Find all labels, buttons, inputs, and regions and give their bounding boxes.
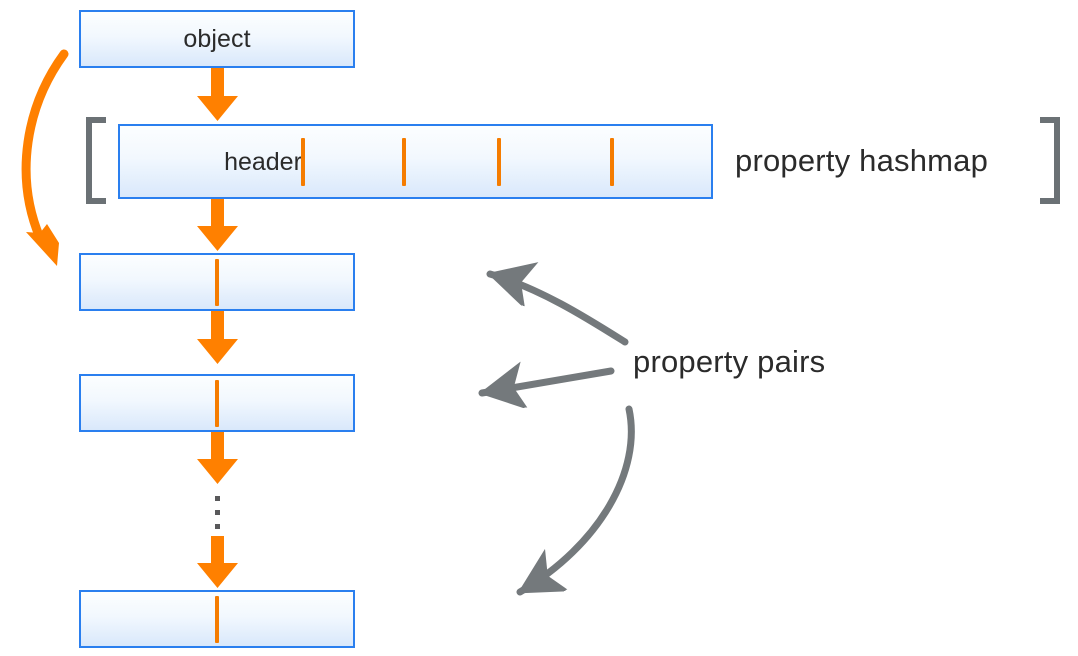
property-pair-last-divider: [215, 596, 219, 643]
ellipsis-dot-1: [215, 496, 220, 501]
hashmap-header-label: header: [224, 148, 302, 176]
property-pair-2-divider: [215, 380, 219, 427]
arrow-ellipsis-to-pair-last: [197, 536, 238, 588]
arrow-pair-1-to-pair-2: [197, 311, 238, 364]
ellipsis-dot-3: [215, 524, 220, 529]
hashmap-slot-tick-1: [301, 138, 305, 186]
hashmap-bracket-right: [1040, 117, 1060, 204]
hashmap-slot-tick-2: [402, 138, 406, 186]
object-box-label: object: [183, 24, 251, 53]
object-box[interactable]: object: [79, 10, 355, 68]
property-pair-1-divider: [215, 259, 219, 306]
arrow-pairs-to-pair-last: [516, 405, 635, 596]
arrow-pairs-to-pair-1: [486, 274, 629, 346]
property-pairs-label: property pairs: [633, 344, 826, 379]
arrow-pair-2-to-ellipsis: [197, 432, 238, 484]
hashmap-slot-tick-4: [610, 138, 614, 186]
arrow-object-to-pair-1-curved: [21, 49, 69, 266]
hashmap-bracket-left: [86, 117, 106, 204]
arrow-pairs-to-pair-2: [478, 371, 615, 393]
property-hashmap-label: property hashmap: [735, 143, 989, 178]
arrow-hashmap-to-pair-1: [197, 199, 238, 251]
hashmap-slot-tick-3: [497, 138, 501, 186]
arrow-object-to-hashmap: [197, 68, 238, 121]
ellipsis-dot-2: [215, 510, 220, 515]
